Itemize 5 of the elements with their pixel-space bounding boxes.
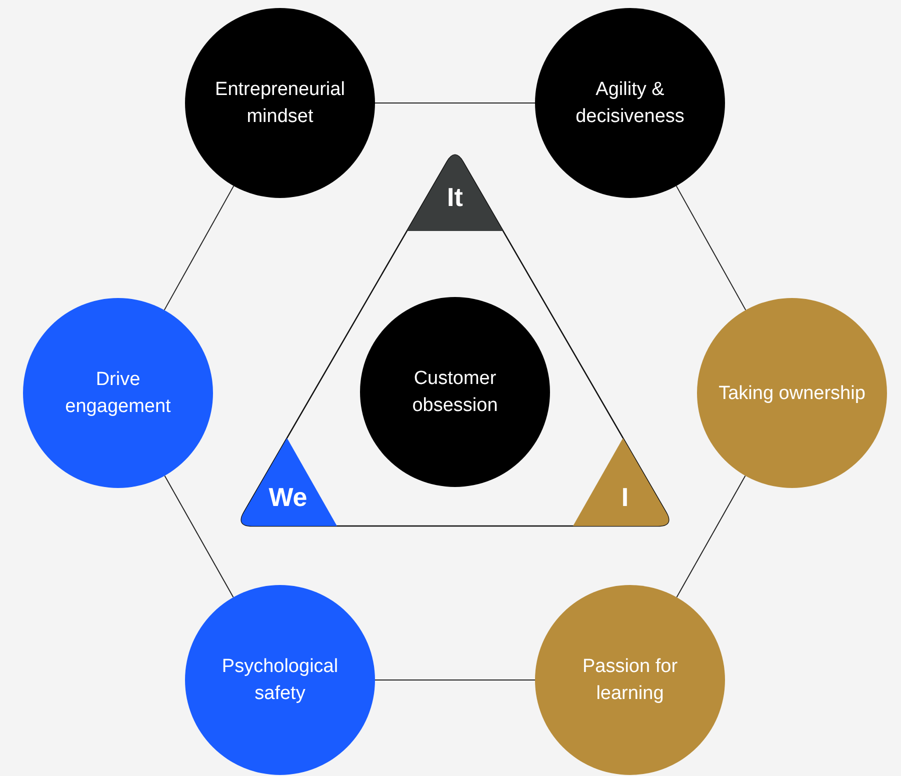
connector-line: [374, 102, 536, 104]
connector-line: [164, 475, 234, 598]
connector-line: [676, 185, 746, 311]
connector-line: [676, 475, 746, 598]
connector-line: [164, 185, 234, 311]
